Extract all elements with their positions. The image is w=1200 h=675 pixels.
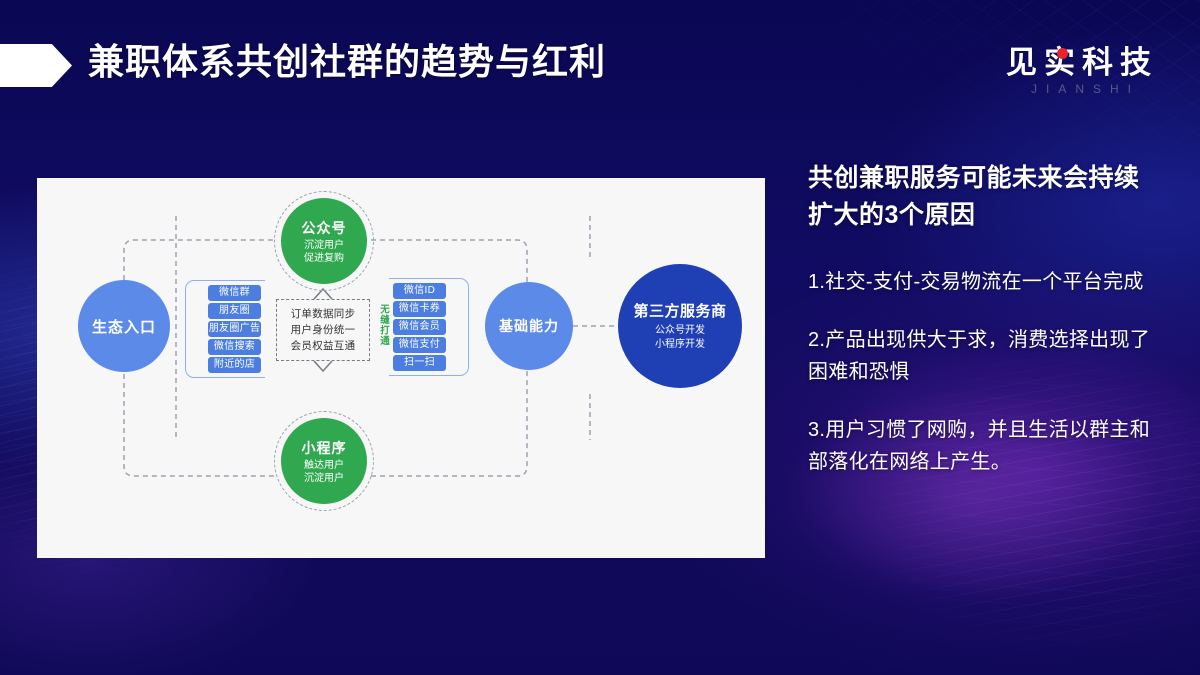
seamless-connect-label: 无缝打通 — [378, 304, 389, 346]
entry-item-5[interactable]: 附近的店 — [208, 357, 261, 373]
node-mini-program[interactable]: 小程序 触达用户 沉淀用户 — [281, 418, 367, 504]
reason-item-1: 1.社交-支付-交易物流在一个平台完成 — [808, 271, 1144, 293]
capability-items-group: 微信ID 微信卡券 微信会员 微信支付 扫一扫 — [389, 278, 469, 376]
background-glow-bottom-right — [780, 380, 1200, 675]
node-third-party-provider[interactable]: 第三方服务商 公众号开发 小程序开发 — [618, 264, 742, 388]
node-mini-program-sub1: 触达用户 — [304, 459, 344, 471]
capability-item-1[interactable]: 微信ID — [393, 283, 446, 299]
logo-red-dot-icon — [1057, 48, 1068, 59]
capability-item-2[interactable]: 微信卡券 — [393, 301, 446, 317]
brand-logo: 见实科技 JIANSHI — [1006, 44, 1158, 97]
node-basic-capability[interactable]: 基础能力 — [485, 282, 573, 370]
sync-benefits-line-3: 会员权益互通 — [290, 340, 356, 352]
entry-item-3[interactable]: 朋友圈广告 — [208, 321, 261, 337]
page-title: 兼职体系共创社群的趋势与红利 — [88, 41, 607, 82]
diagram-panel: 微信群 朋友圈 朋友圈广告 微信搜索 附近的店 微信ID 微信卡券 微信会员 微… — [37, 178, 765, 558]
node-official-account-sub2: 促进复购 — [304, 252, 344, 264]
node-third-party-provider-sub2: 小程序开发 — [655, 339, 705, 350]
entry-item-2[interactable]: 朋友圈 — [208, 303, 261, 319]
background-mesh-top-right — [840, 0, 1200, 180]
node-basic-capability-title: 基础能力 — [499, 318, 559, 334]
logo-wordmark-text: 见实科技 — [1006, 45, 1158, 80]
capability-item-4[interactable]: 微信支付 — [393, 337, 446, 353]
logo-pinyin: JIANSHI — [1030, 82, 1140, 96]
capability-item-5[interactable]: 扫一扫 — [393, 355, 446, 371]
node-mini-program-sub2: 沉淀用户 — [304, 472, 344, 484]
background-streaks-right — [820, 330, 1200, 675]
dashed-ring-mini-program — [274, 411, 374, 511]
diagram-connectors — [123, 216, 618, 477]
node-official-account-title: 公众号 — [301, 219, 347, 236]
right-heading: 共创兼职服务可能未来会持续扩大的3个原因 — [808, 164, 1140, 229]
node-ecosystem-entry-title: 生态入口 — [91, 318, 156, 336]
entry-item-1[interactable]: 微信群 — [208, 285, 261, 301]
right-text-column: 共创兼职服务可能未来会持续扩大的3个原因 1.社交-支付-交易物流在一个平台完成… — [808, 160, 1160, 478]
sync-benefits-line-2: 用户身份统一 — [290, 324, 356, 336]
capability-item-3[interactable]: 微信会员 — [393, 319, 446, 335]
node-third-party-provider-sub1: 公众号开发 — [655, 325, 705, 336]
dashed-ring-official-account — [274, 191, 374, 291]
node-official-account[interactable]: 公众号 沉淀用户 促进复购 — [281, 198, 367, 284]
node-mini-program-title: 小程序 — [301, 439, 347, 456]
node-official-account-sub1: 沉淀用户 — [304, 239, 344, 251]
reason-list: 1.社交-支付-交易物流在一个平台完成 2.产品出现供大于求，消费选择出现了困难… — [808, 266, 1160, 478]
sync-benefits-line-1: 订单数据同步 — [290, 308, 356, 320]
node-third-party-provider-title: 第三方服务商 — [633, 303, 727, 320]
node-ecosystem-entry[interactable]: 生态入口 — [78, 280, 170, 372]
entry-item-4[interactable]: 微信搜索 — [208, 339, 261, 355]
logo-wordmark: 见实科技 — [1006, 44, 1158, 82]
entry-items-group: 微信群 朋友圈 朋友圈广告 微信搜索 附近的店 — [185, 280, 265, 378]
reason-item-2: 2.产品出现供大于求，消费选择出现了困难和恐惧 — [808, 329, 1151, 383]
reason-item-3: 3.用户习惯了网购，并且生活以群主和部落化在网络上产生。 — [808, 419, 1151, 473]
sync-benefits-box: 订单数据同步 用户身份统一 会员权益互通 — [276, 299, 370, 361]
